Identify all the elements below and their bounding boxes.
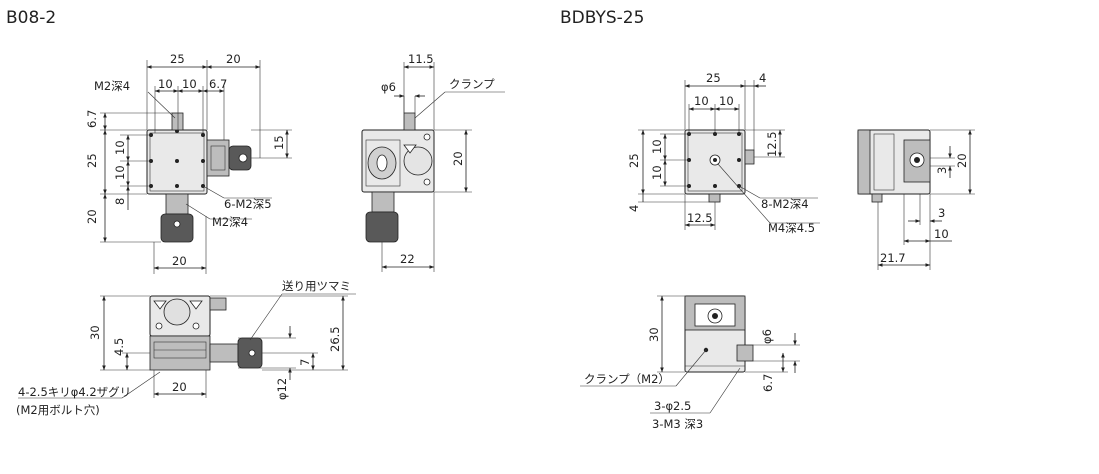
bdbys-top-view: 25 4 10 10 12.5 25 10 10 4 12.5 (627, 71, 820, 235)
note-b08-holes: 4-2.5キリφ4.2ザグリ (18, 385, 131, 399)
dim-bdbys-front-phi6: φ6 (760, 329, 774, 344)
dim-b08-side-v20: 20 (451, 151, 465, 166)
bdbys-side-view: 20 3 3 10 21.7 (857, 129, 975, 270)
dim-b08-v20: 20 (85, 209, 99, 224)
note-b08-knob: 送り用ツマミ (282, 279, 351, 293)
note-b08-m2-top: M2深4 (94, 79, 130, 93)
title-bdbys-25: BDBYS-25 (560, 8, 644, 28)
dim-bdbys-front-v6-7: 6.7 (761, 374, 775, 392)
note-b08-m2-bottom: M2深4 (212, 215, 248, 229)
note-bdbys-m4: M4深4.5 (768, 221, 815, 235)
note-bdbys-m2: 8-M2深4 (761, 197, 809, 211)
b08-top-view: 25 20 10 10 6.7 6.7 25 10 10 8 20 15 20 (85, 52, 292, 274)
dim-b08-b20: 20 (172, 254, 187, 268)
dim-b08-v10b: 10 (113, 165, 127, 180)
note-b08-6-m2: 6-M2深5 (224, 197, 272, 211)
note-bdbys-clamp: クランプ（M2） (584, 372, 670, 386)
dim-b08-front-v30: 30 (88, 325, 102, 340)
dim-b08-v8: 8 (113, 198, 127, 205)
b08-front-view: 30 4.5 20 26.5 7 φ12 送り用ツマミ 4-2.5キリφ4.2ザ… (16, 279, 356, 417)
note-bdbys-holes: 3-φ2.5 (654, 399, 691, 413)
dim-bdbys-v10a: 10 (650, 139, 664, 154)
note-b08-holes-sub: (M2用ボルト穴) (16, 403, 100, 417)
dim-b08-side-11-5: 11.5 (408, 52, 434, 66)
dim-bdbys-v12-5: 12.5 (765, 131, 779, 157)
dim-b08-front-v4-5: 4.5 (112, 338, 126, 356)
dim-b08-top-10a: 10 (158, 77, 173, 91)
dim-b08-top-25: 25 (170, 52, 185, 66)
dim-bdbys-front-v30: 30 (647, 327, 661, 342)
dim-bdbys-top-25: 25 (706, 71, 721, 85)
dim-b08-v6-7: 6.7 (85, 110, 99, 128)
b08-side-view: 11.5 φ6 クランプ 20 22 (361, 52, 505, 272)
dim-b08-front-v26-5: 26.5 (328, 326, 342, 352)
dim-b08-v10a: 10 (113, 140, 127, 155)
title-b08-2: B08-2 (6, 8, 56, 28)
dim-b08-front-phi12: φ12 (275, 378, 289, 400)
dim-bdbys-side-h10: 10 (934, 227, 949, 241)
dim-b08-top-10b: 10 (182, 77, 197, 91)
dim-bdbys-top-10b: 10 (719, 94, 734, 108)
dim-bdbys-top-10a: 10 (694, 94, 709, 108)
dim-bdbys-v4: 4 (627, 205, 641, 212)
dim-b08-top-6-7: 6.7 (209, 77, 227, 91)
dim-bdbys-side-b21-7: 21.7 (880, 251, 906, 265)
note-bdbys-holes-sub: 3-M3 深3 (652, 417, 703, 431)
dim-bdbys-v10b: 10 (650, 165, 664, 180)
dim-bdbys-side-v3: 3 (935, 167, 949, 174)
dim-bdbys-v25: 25 (627, 153, 641, 168)
dim-b08-side-phi6: φ6 (381, 80, 396, 94)
dim-bdbys-b12-5: 12.5 (687, 211, 713, 225)
dim-bdbys-top-4: 4 (759, 71, 766, 85)
dim-b08-top-20: 20 (226, 52, 241, 66)
dim-b08-side-b22: 22 (400, 252, 415, 266)
dim-bdbys-side-v20: 20 (955, 153, 969, 168)
bdbys-front-view: 30 φ6 6.7 クランプ（M2） 3-φ2.5 3-M3 深3 (580, 295, 800, 431)
dim-b08-v25: 25 (85, 153, 99, 168)
dim-b08-v15: 15 (272, 135, 286, 150)
dim-b08-front-v7: 7 (298, 359, 312, 366)
dim-b08-front-b20: 20 (172, 380, 187, 394)
note-b08-clamp: クランプ (449, 77, 495, 91)
dim-bdbys-side-h3: 3 (938, 206, 945, 220)
